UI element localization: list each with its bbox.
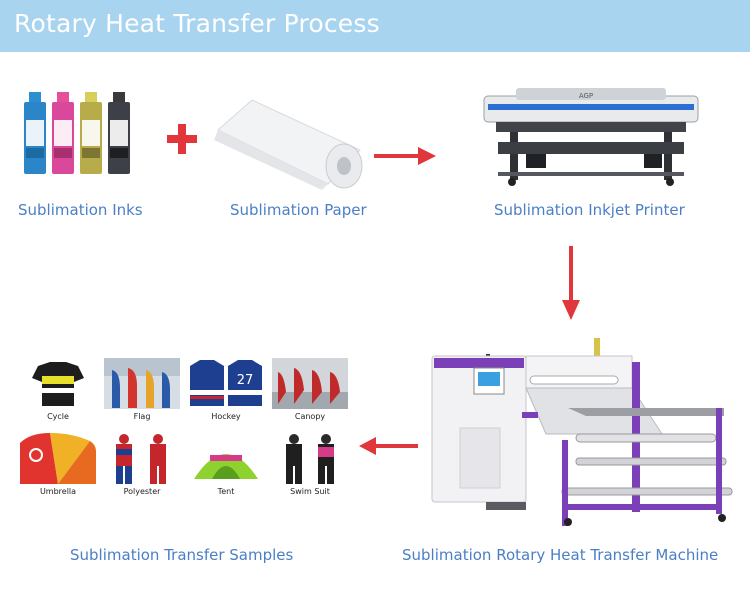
sample-label: Swim Suit <box>272 487 348 496</box>
sample-umbrella-thumbnail <box>20 433 96 484</box>
arrow-down-icon <box>561 244 581 322</box>
sample-swim-suit-thumbnail <box>272 433 348 484</box>
page-title: Rotary Heat Transfer Process <box>14 9 380 38</box>
sample-label: Umbrella <box>20 487 96 496</box>
tent-icon <box>188 433 264 484</box>
flag-icon <box>104 358 180 409</box>
plus-icon <box>165 122 199 156</box>
ink-bottle-yellow <box>80 92 102 174</box>
hockey-jersey-icon: 27 <box>188 358 264 409</box>
paper-roll-image <box>210 94 370 194</box>
printer-brand-text: AGP <box>579 92 593 100</box>
sample-tent-thumbnail <box>188 433 264 484</box>
sample-hockey-thumbnail: 27 <box>188 358 264 409</box>
sample-polyester-thumbnail <box>104 433 180 484</box>
sample-label: Cycle <box>20 412 96 421</box>
sample-flag-thumbnail <box>104 358 180 409</box>
polyester-suit-icon <box>104 433 180 484</box>
sample-label: Polyester <box>104 487 180 496</box>
ink-bottles-image <box>20 90 140 180</box>
swim-suit-icon <box>272 433 348 484</box>
ink-bottle-black <box>108 92 130 174</box>
umbrella-icon <box>20 433 96 484</box>
header-banner: Rotary Heat Transfer Process <box>0 0 750 52</box>
sample-label: Tent <box>188 487 264 496</box>
caption-printer: Sublimation Inkjet Printer <box>494 201 685 219</box>
svg-text:27: 27 <box>237 373 254 388</box>
arrow-left-icon <box>358 436 420 456</box>
ink-bottle-cyan <box>24 92 46 174</box>
heat-transfer-machine-image <box>426 338 738 528</box>
caption-machine: Sublimation Rotary Heat Transfer Machine <box>402 546 718 564</box>
sample-cycle-thumbnail <box>20 358 96 409</box>
sample-label: Canopy <box>272 412 348 421</box>
sample-label: Flag <box>104 412 180 421</box>
sample-canopy-thumbnail <box>272 358 348 409</box>
sample-label: Hockey <box>188 412 264 421</box>
arrow-right-icon <box>372 146 438 166</box>
inkjet-printer-image: AGP <box>476 82 706 192</box>
caption-samples: Sublimation Transfer Samples <box>70 546 293 564</box>
caption-inks: Sublimation Inks <box>18 201 143 219</box>
caption-paper: Sublimation Paper <box>230 201 367 219</box>
canopy-icon <box>272 358 348 409</box>
cycle-jersey-icon <box>20 358 96 409</box>
ink-bottle-magenta <box>52 92 74 174</box>
